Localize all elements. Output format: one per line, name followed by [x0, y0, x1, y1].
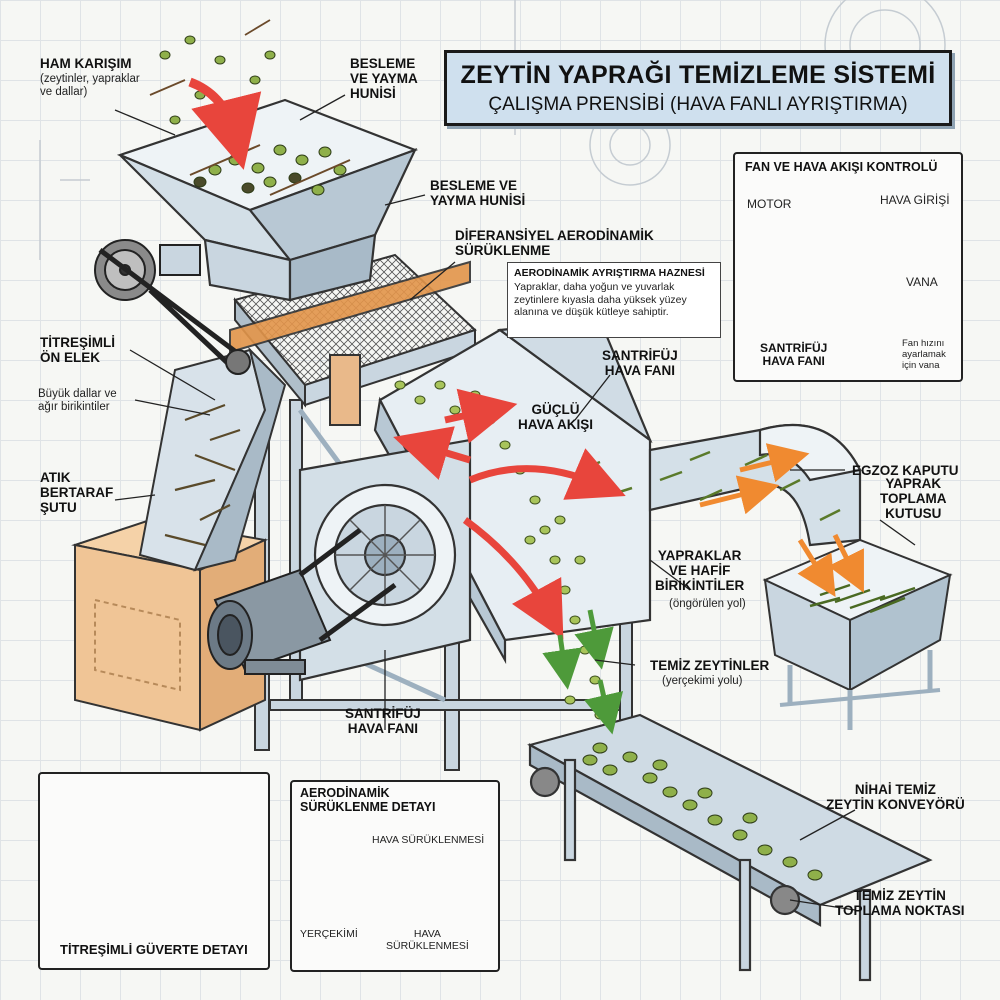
label-raw-mix: HAM KARIŞIM	[40, 56, 132, 71]
fan-panel-valve-note: Fan hızını ayarlamak için vana	[902, 338, 946, 371]
gravity-arrows	[542, 609, 624, 735]
air-flow-arrows	[393, 388, 626, 640]
centrifugal-fan	[298, 438, 472, 682]
fan-panel-fan: SANTRİFÜJ HAVA FANI	[760, 341, 828, 368]
falling-raw-mix	[149, 19, 276, 125]
label-waste-chute: ATIK BERTARAF ŞUTU	[40, 470, 114, 515]
label-branches: Büyük dallar ve ağır birikintiler	[38, 388, 117, 413]
label-strong-airflow: GÜÇLÜ HAVA AKIŞI	[518, 402, 594, 432]
drag-detail-panel	[290, 780, 500, 972]
olives-on-conveyor	[582, 742, 823, 881]
callout-text: Yapraklar, daha yoğun ve yuvarlak zeytin…	[514, 281, 687, 318]
label-clean-olives-sub: (yerçekimi yolu)	[662, 675, 743, 687]
fan-panel-motor: MOTOR	[747, 197, 792, 211]
callout-title: AERODİNAMİK AYRIŞTIRMA HAZNESİ	[514, 267, 705, 279]
title-main: ZEYTİN YAPRAĞI TEMİZLEME SİSTEMİ	[460, 61, 936, 89]
feed-arrow	[188, 77, 262, 170]
label-differential-drag: DİFERANSİYEL AERODİNAMİK SÜRÜKLENME	[455, 228, 654, 258]
fan-panel-valve: VANA	[906, 275, 938, 289]
fan-panel-air-inlet: HAVA GİRİŞİ	[880, 193, 950, 207]
label-collection-point: TEMİZ ZEYTİN TOPLAMA NOKTASI	[835, 888, 965, 918]
label-leaves-sub: (öngörülen yol)	[669, 598, 746, 610]
waste-branches	[164, 403, 241, 547]
drag-panel-title: AERODİNAMİK SÜRÜKLENME DETAYI	[300, 786, 436, 814]
title-subtitle: ÇALIŞMA PRENSİBİ (HAVA FANLI AYRIŞTIRMA)	[488, 94, 908, 115]
label-leaf-box: YAPRAK TOPLAMA KUTUSU	[880, 476, 947, 521]
leaf-collection-box	[762, 538, 953, 730]
label-hopper-top: BESLEME VE YAYMA HUNİSİ	[350, 56, 418, 101]
leaf-path-arrows	[699, 443, 864, 597]
label-leaves: YAPRAKLAR VE HAFİF BİRİKİNTİLER	[655, 548, 745, 593]
fan-motor	[207, 528, 397, 675]
label-clean-olives: TEMİZ ZEYTİNLER	[650, 658, 770, 673]
fan-control-panel	[733, 152, 963, 382]
label-final-conveyor: NİHAİ TEMİZ ZEYTİN KONVEYÖRÜ	[826, 782, 965, 812]
vibrating-deck-panel	[38, 772, 270, 970]
drag-panel-air-drag-top: HAVA SÜRÜKLENMESİ	[372, 834, 485, 846]
label-raw-mix-sub: (zeytinler, yapraklar ve dallar)	[40, 73, 140, 98]
label-centrifugal-fan-bottom: SANTRİFÜJ HAVA FANI	[345, 706, 421, 736]
label-vibrating-screen: TİTREŞİMLİ ÖN ELEK	[40, 335, 115, 365]
belt-drive	[94, 239, 251, 375]
drag-panel-gravity: YERÇEKİMİ	[300, 928, 358, 940]
label-exhaust-hood: EGZOZ KAPUTU	[852, 463, 959, 478]
title-banner: ZEYTİN YAPRAĞI TEMİZLEME SİSTEMİ ÇALIŞMA…	[444, 50, 952, 126]
deck-panel-title: TİTREŞİMLİ GÜVERTE DETAYI	[60, 942, 248, 957]
leader-lines	[114, 94, 916, 911]
label-hopper-right: BESLEME VE YAYMA HUNİSİ	[430, 178, 526, 208]
fan-panel-title: FAN VE HAVA AKIŞI KONTROLÜ	[745, 160, 938, 174]
drag-panel-air-drag-bottom: HAVA SÜRÜKLENMESİ	[386, 928, 469, 952]
label-centrifugal-fan-top: SANTRİFÜJ HAVA FANI	[602, 348, 678, 378]
exhaust-duct	[648, 423, 862, 547]
separation-chamber-callout: AERODİNAMİK AYRIŞTIRMA HAZNESİ Yapraklar…	[507, 262, 721, 338]
